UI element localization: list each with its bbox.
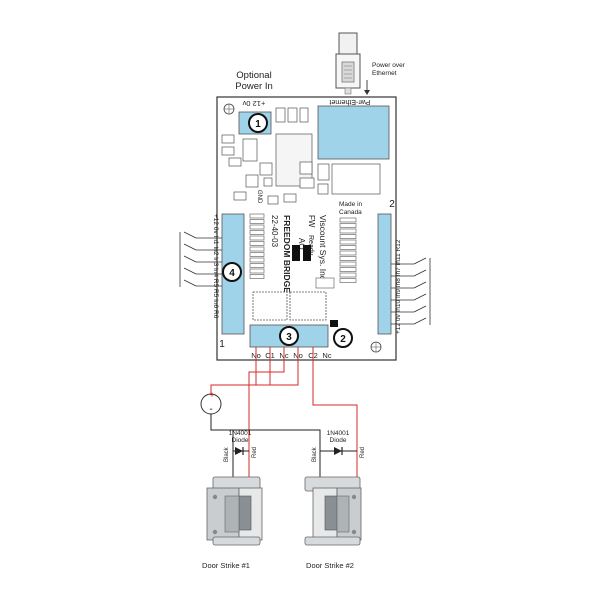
down-arrow-icon: [364, 80, 370, 95]
optional-power-label-2: Power In: [235, 81, 273, 92]
switch-contact-icon: [413, 305, 427, 313]
svg-text:2: 2: [340, 334, 346, 345]
ic-pin: [339, 239, 357, 245]
diode-2-icon: [334, 447, 343, 455]
switch-contact-icon: [183, 231, 197, 239]
red-wire-1-label: Red: [252, 447, 258, 458]
ic-pin: [249, 235, 265, 241]
ic-pin: [249, 241, 265, 246]
ic-pin: [249, 246, 265, 252]
relay-nc2-label: Nc: [322, 351, 331, 360]
svg-text:3: 3: [286, 332, 292, 343]
poe-label: Power over: [372, 62, 406, 69]
diode-1-icon: [235, 447, 244, 455]
diode-1-label: 1N4001: [229, 430, 252, 437]
ao-label: AO: [297, 238, 306, 250]
right-input-switches: [391, 257, 431, 325]
ic-pin: [339, 223, 357, 228]
ic-pin: [339, 234, 357, 239]
diode-2-label: 1N4001: [327, 430, 350, 437]
svg-text:+: +: [209, 390, 214, 400]
switch-contact-icon: [413, 293, 427, 301]
switch-contact-icon: [413, 269, 427, 277]
ic-pin: [249, 274, 265, 279]
left-input-switches: [179, 231, 222, 287]
pwr-ethernet-label: Pwr-Ethernet: [330, 98, 371, 105]
switch-contact-icon: [183, 255, 197, 263]
door-strike-2-icon: [304, 476, 362, 546]
relay-1: [252, 291, 288, 321]
gnd-label: GND: [256, 190, 262, 204]
svg-text:4: 4: [229, 268, 235, 279]
ic-pin: [249, 230, 265, 235]
ic-pin: [339, 278, 357, 283]
switch-contact-icon: [413, 257, 427, 265]
left-pins-label: +12 0v In1 In2 In3 In4 R5 R5 In6 R6: [212, 214, 219, 319]
connector-2-label: 2: [389, 199, 395, 210]
badge-1: 1: [248, 113, 268, 133]
right-terminal-block: [377, 213, 392, 335]
jumper-icon: [330, 320, 338, 327]
black-wire-2-label: Black: [312, 446, 318, 462]
badge-3: 3: [279, 326, 299, 346]
ic-pin: [249, 257, 265, 263]
ic-pin: [339, 261, 357, 267]
board-components: [221, 107, 381, 205]
ic-pin: [339, 256, 357, 261]
ic-pin: [339, 250, 357, 256]
red-wire-2-label: Red: [360, 447, 366, 458]
switch-contact-icon: [413, 317, 427, 325]
diode-2-label-2: Diode: [330, 437, 347, 444]
optional-power-label: Optional: [236, 70, 271, 81]
poe-label-2: Ethernet: [372, 70, 397, 77]
ic-pin: [249, 213, 265, 219]
door-strike-1-label: Door Strike #1: [202, 561, 250, 570]
board-component: [315, 277, 335, 289]
switch-contact-icon: [413, 281, 427, 289]
door-strike-2-label: Door Strike #2: [306, 561, 354, 570]
ic-pin: [249, 219, 265, 224]
diode-1-label-2: Diode: [232, 437, 249, 444]
switch-contact-icon: [183, 243, 197, 251]
relay-2: [289, 291, 327, 321]
freedom-bridge-label: FREEDOM BRIDGE: [282, 215, 292, 293]
ic-pin: [339, 245, 357, 250]
badge-4: 4: [222, 262, 242, 282]
ic-pin: [339, 228, 357, 234]
connector-1-label: 1: [219, 339, 225, 350]
ic-pin: [339, 267, 357, 272]
canada-label: Canada: [339, 209, 362, 216]
fw-label: FW: [307, 215, 316, 228]
led-indicator-icon: [303, 245, 311, 261]
viscount-label: Viscount Sys. Inc.: [318, 215, 328, 282]
ic-pin: [339, 217, 357, 223]
made-in-label: Made in: [339, 201, 363, 208]
door-strike-1-icon: [206, 476, 263, 546]
badge-2: 2: [333, 328, 353, 348]
right-pins-label: +12 0v In10 In9 In8 In7 In11 R12: [395, 239, 402, 334]
ic-pin: [249, 252, 265, 257]
red-wires: [210, 347, 358, 488]
top-power-pins-label: +12 0v: [242, 99, 265, 108]
ic-pin: [339, 272, 357, 278]
led-indicator-icon: [292, 245, 300, 261]
switch-contact-icon: [183, 279, 197, 287]
black-wire-1-label: Black: [224, 446, 230, 462]
part-number-label: 22-40-03: [270, 215, 279, 248]
black-wires: [210, 414, 321, 488]
ic-pin: [249, 224, 265, 230]
poe-module: [317, 105, 390, 160]
left-ic-row: [249, 213, 265, 279]
svg-text:-: -: [209, 404, 212, 415]
svg-text:1: 1: [255, 119, 261, 130]
ic-pin: [249, 263, 265, 268]
right-ic-row: [339, 217, 357, 283]
ic-pin: [249, 268, 265, 274]
ethernet-plug-icon: [335, 32, 361, 95]
switch-contact-icon: [183, 267, 197, 275]
